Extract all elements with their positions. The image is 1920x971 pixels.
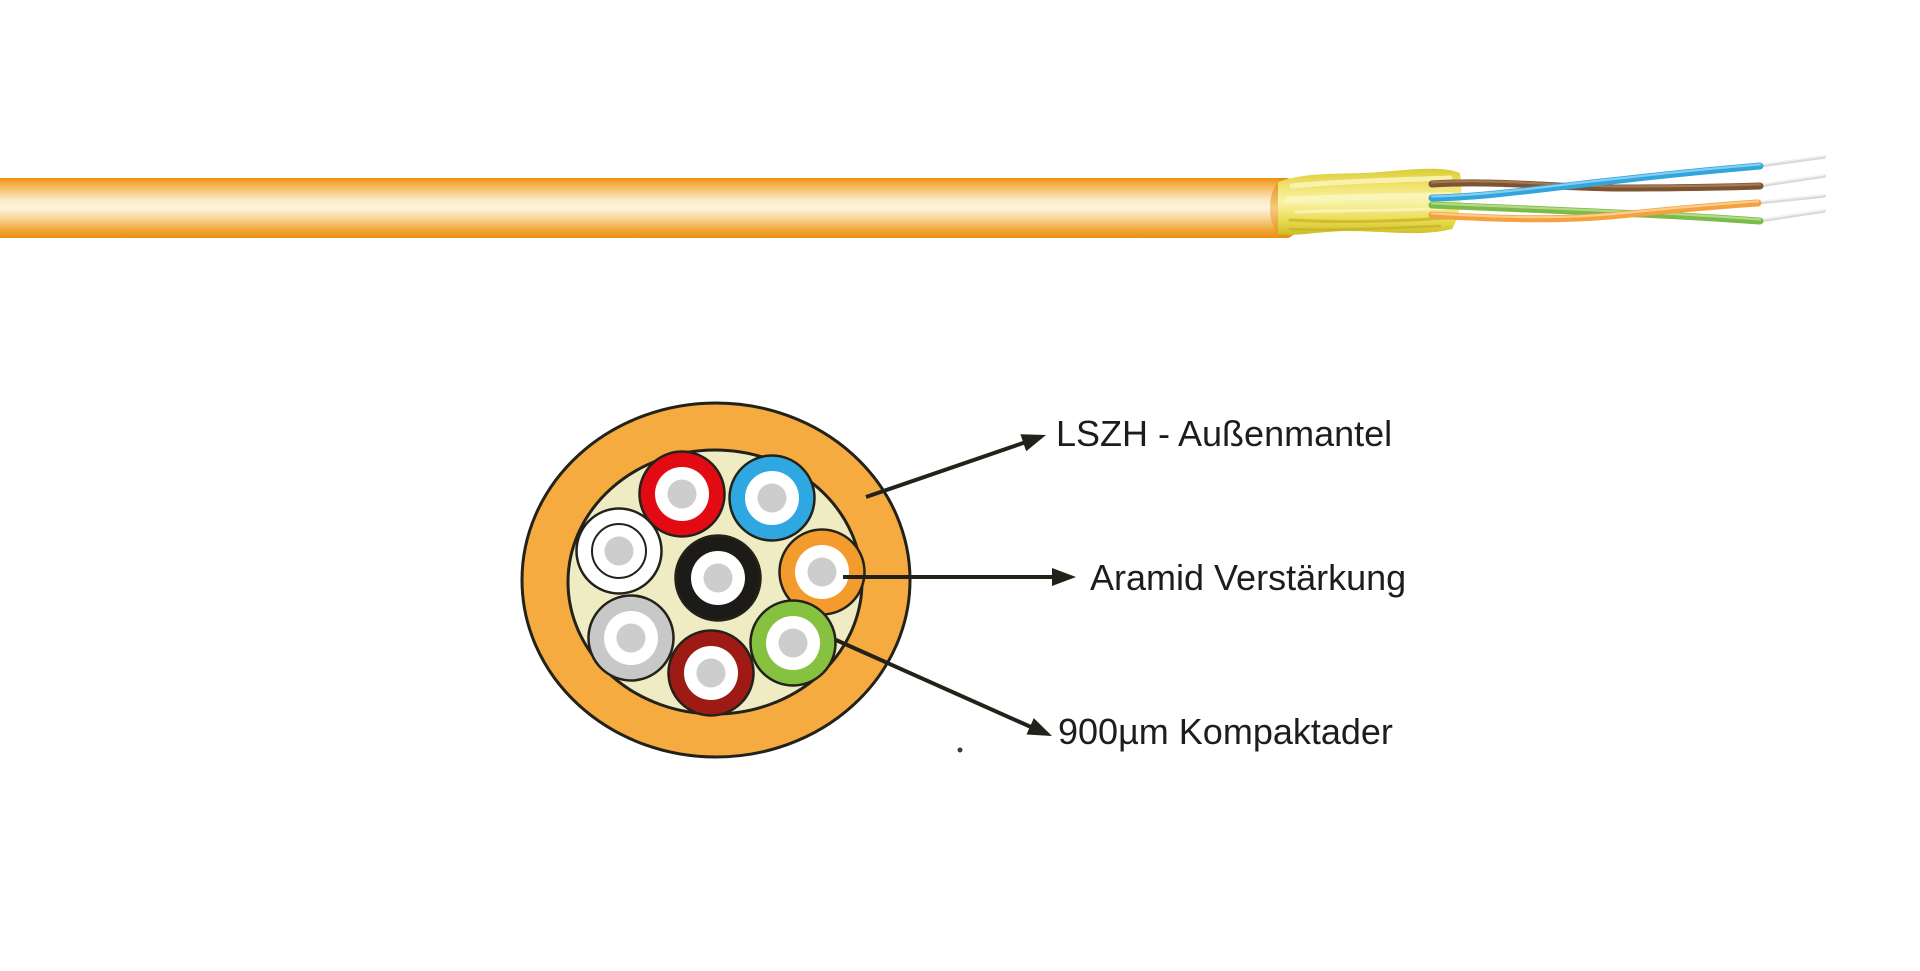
fiber-tip-brown (1756, 174, 1826, 188)
lszh-arrowhead (1020, 434, 1046, 452)
aramid-streak-1 (1289, 175, 1453, 189)
fiber-core-orange-ring (807, 557, 837, 587)
stripped-cable (0, 155, 1826, 238)
fiber-tip-highlight-brown (1757, 174, 1825, 186)
fiber-core-red-ring (667, 479, 697, 509)
fiber-core-red (638, 450, 726, 538)
fiber-tip-highlight-orange (1755, 194, 1825, 203)
aramid-streak-4 (1288, 216, 1450, 223)
kompaktader-arrowhead (1026, 718, 1052, 736)
fiber-tip-highlight-green (1757, 209, 1825, 221)
label-kompaktader: 900µm Kompaktader (1058, 711, 1393, 752)
fiber-core-dark-red-ring (696, 658, 726, 688)
lszh-arrow-line (865, 440, 1027, 499)
fiber-core-silver (587, 594, 675, 682)
fiber-core-black (674, 534, 762, 622)
fiber-core-black-ring (703, 563, 733, 593)
kompaktader-arrow-line (835, 638, 1032, 729)
fiber-tip-blue (1756, 155, 1826, 168)
aramid-arrowhead (1052, 568, 1076, 586)
label-lszh: LSZH - Außenmantel (1056, 413, 1392, 454)
fiber-core-dark-red (667, 629, 755, 717)
fiber-core-green-ring (778, 628, 808, 658)
aramid-streak-5 (1288, 224, 1442, 231)
fiber-tip-green (1756, 209, 1826, 223)
fiber-tip-orange (1754, 194, 1826, 205)
fiber-core-silver-ring (616, 623, 646, 653)
fiber-cores (575, 450, 866, 717)
fiber-core-green (749, 599, 837, 687)
label-aramid: Aramid Verstärkung (1090, 557, 1406, 598)
speck-dot (957, 747, 963, 753)
cross-section (520, 401, 912, 759)
fiber-core-white-ring (604, 536, 634, 566)
aramid-streak-3 (1294, 206, 1448, 214)
annotations: LSZH - Außenmantel Aramid Verstärkung 90… (835, 413, 1406, 753)
fiber-core-blue (728, 454, 816, 542)
fiber-tip-highlight-blue (1757, 155, 1825, 166)
fiber-core-blue-ring (757, 483, 787, 513)
cable-jacket (0, 178, 1302, 238)
fiber-core-white (575, 507, 663, 595)
